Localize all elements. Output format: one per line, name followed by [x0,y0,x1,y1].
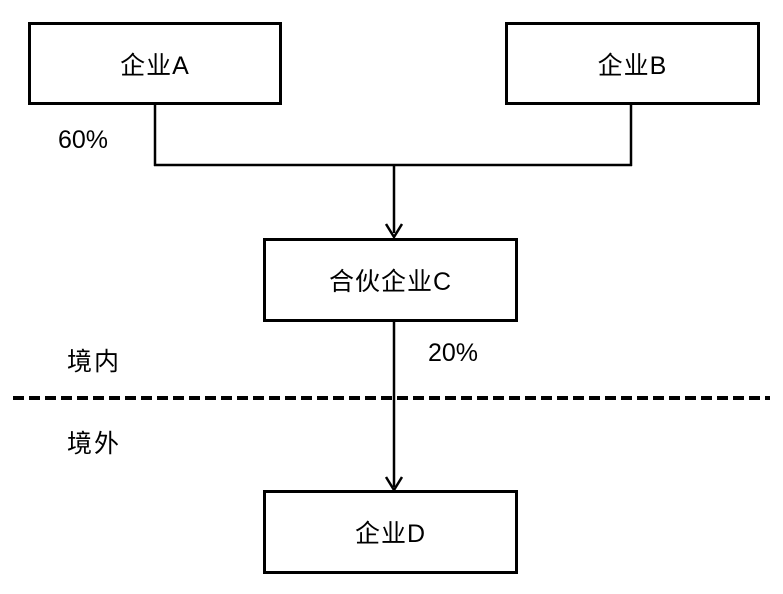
edge-c-percentage-label: 20% [428,339,479,367]
node-enterprise-b-label: 企业B [597,51,668,80]
node-enterprise-a: 企业A [28,22,282,105]
node-enterprise-a-label: 企业A [120,51,190,80]
region-overseas-label: 境外 [67,430,122,458]
node-enterprise-b: 企业B [505,22,760,105]
arrowhead-to-c-icon [384,223,404,240]
region-domestic-label: 境内 [67,348,122,376]
edge-a-percentage-label: 60% [58,126,109,154]
node-partnership-c-label: 合伙企业C [328,268,453,296]
node-enterprise-d: 企业D [263,490,518,574]
node-partnership-c: 合伙企业C [263,238,518,322]
node-enterprise-d-label: 企业D [354,520,427,548]
